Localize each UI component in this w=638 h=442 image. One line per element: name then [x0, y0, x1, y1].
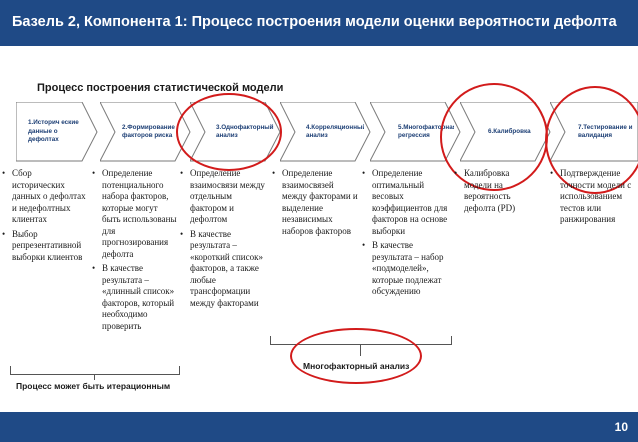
- iteration-label: Процесс может быть итерационным: [16, 381, 171, 391]
- bullet-item: •Определение взаимосвязей между факторам…: [272, 168, 358, 236]
- bullet-text: Калибровка модели на вероятность дефолта…: [464, 168, 516, 213]
- bracket-tick: [94, 374, 95, 380]
- bullet-text: Определение взаимосвязи между отдельным …: [190, 168, 265, 225]
- bullet-item: •Подтверждение точности модели с использ…: [550, 168, 632, 225]
- bullet-item: •Сбор исторических данных о дефолтах и н…: [2, 168, 86, 225]
- chevron-shape: [16, 102, 98, 162]
- step-2-label: 2.Формирование факторов риска: [122, 123, 175, 140]
- column-1: •Сбор исторических данных о дефолтах и н…: [2, 168, 86, 266]
- highlight-circle-multifactor: [290, 328, 422, 384]
- page-number: 10: [614, 420, 628, 434]
- slide-title: Базель 2, Компонента 1: Процесс построен…: [0, 0, 638, 46]
- highlight-circle-step-7: [545, 86, 638, 194]
- bullet-item: •Калибровка модели на вероятность дефолт…: [454, 168, 516, 213]
- column-3: •Определение взаимосвязи между отдельным…: [180, 168, 266, 312]
- column-4: •Определение взаимосвязей между факторам…: [272, 168, 358, 240]
- step-1-label: 1.Историч еские данные о дефолтах: [28, 119, 79, 144]
- bullet-item: •Определение потенциального набора факто…: [92, 168, 177, 259]
- step-4-chevron: 4.Корреляционный анализ: [280, 102, 371, 162]
- highlight-circle-step-3: [176, 93, 282, 171]
- bullet-item: •В качестве результата – «длинный список…: [92, 263, 175, 331]
- bullet-item: •В качестве результата – набор «подмодел…: [362, 240, 444, 297]
- bullet-text: В качестве результата – «длинный список»…: [102, 263, 175, 331]
- bullet-text: Определение оптимальный весовых коэффици…: [372, 168, 448, 236]
- bullet-text: Определение взаимосвязей между факторами…: [282, 168, 358, 236]
- column-6: •Калибровка модели на вероятность дефолт…: [454, 168, 536, 217]
- step-4-label: 4.Корреляционный анализ: [306, 123, 364, 140]
- bullet-text: Определение потенциального набора фактор…: [102, 168, 177, 259]
- bullet-item: •Определение оптимальный весовых коэффиц…: [362, 168, 448, 236]
- column-7: •Подтверждение точности модели с использ…: [550, 168, 636, 229]
- bullet-item: •Выбор репрезентативной выборки клиентов: [2, 228, 83, 262]
- chevron-shape: [100, 102, 191, 162]
- column-5: •Определение оптимальный весовых коэффиц…: [362, 168, 450, 301]
- bullet-text: В качестве результата – «короткий список…: [190, 228, 263, 308]
- step-5-label: 5.Многофакторная регрессия: [398, 123, 454, 140]
- step-1-chevron: 1.Историч еские данные о дефолтах: [16, 102, 98, 162]
- bullet-text: Подтверждение точности модели с использо…: [560, 168, 632, 225]
- bullet-text: Выбор репрезентативной выборки клиентов: [12, 228, 83, 262]
- bullet-item: •Определение взаимосвязи между отдельным…: [180, 168, 265, 225]
- column-2: •Определение потенциального набора факто…: [92, 168, 178, 335]
- iteration-bracket: [10, 366, 180, 375]
- bullet-text: В качестве результата – набор «подмоделе…: [372, 240, 444, 297]
- step-2-chevron: 2.Формирование факторов риска: [100, 102, 191, 162]
- bullet-text: Сбор исторических данных о дефолтах и не…: [12, 168, 86, 225]
- chevron-shape: [280, 102, 371, 162]
- bullet-item: •В качестве результата – «короткий списо…: [180, 228, 263, 308]
- process-subtitle: Процесс построения статистической модели: [37, 82, 284, 94]
- footer-bar: 10: [0, 412, 638, 442]
